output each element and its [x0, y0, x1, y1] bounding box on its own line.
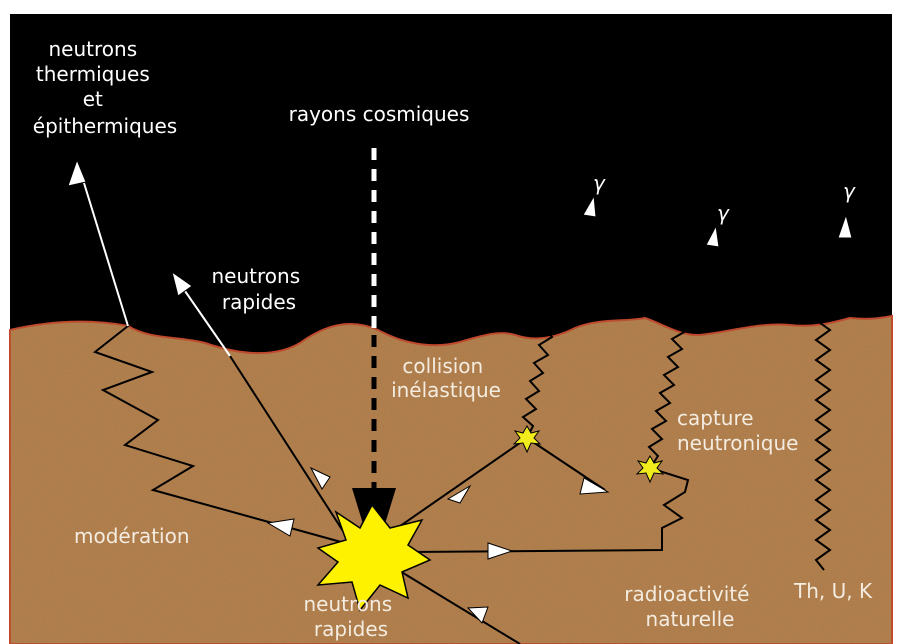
fast-neutrons-origin-line-2: rapides	[314, 617, 388, 641]
neutron-capture-line-1: capture	[677, 406, 754, 430]
fast-neutrons-origin-line-1: neutrons	[304, 592, 393, 616]
thermal-neutrons-line-4: épithermiques	[33, 114, 177, 138]
inelastic-collision-label: collision inélastique	[391, 354, 501, 402]
moderation-label: modération	[74, 524, 190, 548]
gamma-label-collision: γ	[593, 171, 606, 195]
radioelements-label: Th, U, K	[793, 579, 873, 603]
natural-radioactivity-line-1: radioactivité	[624, 582, 749, 606]
natural-radioactivity-line-2: naturelle	[646, 607, 735, 631]
thermal-neutrons-line-1: neutrons	[49, 37, 138, 61]
thermal-neutrons-line-2: thermiques	[36, 62, 150, 86]
fast-neutrons-escape-line-1: neutrons	[212, 264, 301, 288]
thermal-neutrons-line-3: et	[83, 87, 103, 111]
inelastic-collision-line-1: collision	[402, 354, 483, 378]
gamma-label-natural: γ	[843, 179, 856, 203]
fast-neutrons-origin-label: neutrons rapides	[304, 592, 399, 641]
inelastic-collision-line-2: inélastique	[391, 378, 501, 402]
fast-neutrons-escape-line-2: rapides	[222, 290, 296, 314]
neutron-capture-line-2: neutronique	[677, 431, 798, 455]
gamma-label-capture: γ	[717, 201, 730, 225]
cosmic-rays-label: rayons cosmiques	[289, 102, 470, 126]
